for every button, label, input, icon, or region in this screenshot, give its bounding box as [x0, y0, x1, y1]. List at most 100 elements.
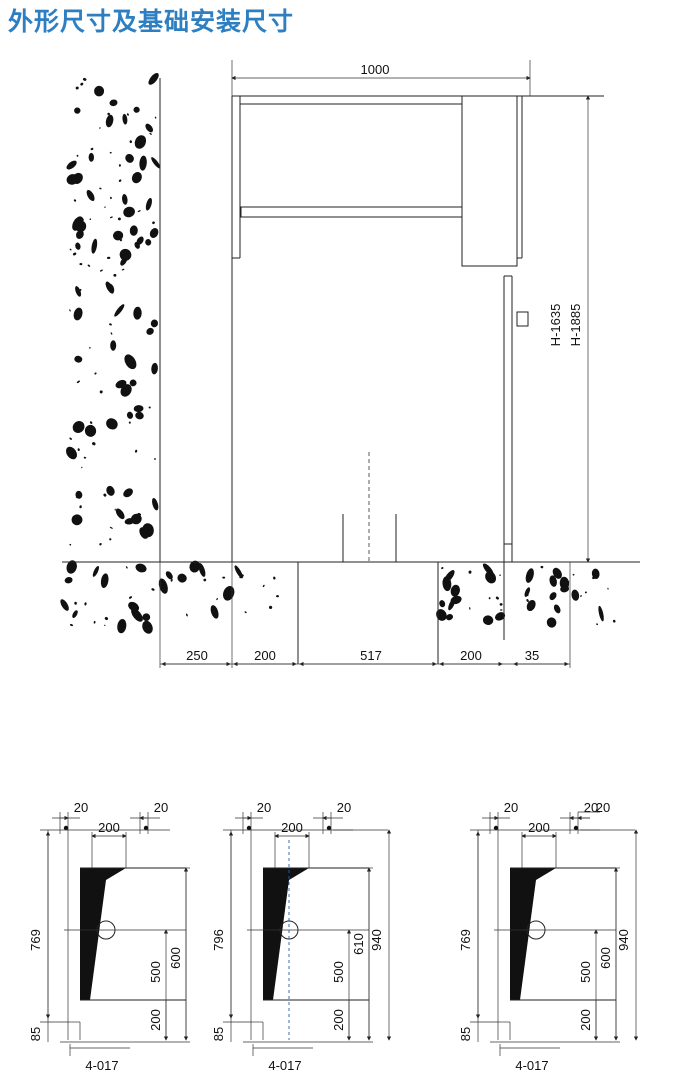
dim-inner-200: 200: [528, 820, 550, 835]
hatch-blob: [149, 228, 159, 238]
hatch-blob: [123, 206, 135, 218]
hatch-blob: [69, 437, 73, 440]
hatch-blob: [134, 241, 140, 249]
hatch-blob: [104, 206, 106, 208]
page-title: 外形尺寸及基础安装尺寸: [8, 7, 295, 36]
hatch-blob: [94, 85, 105, 97]
hatch-blob: [240, 574, 244, 578]
hatch-blob: [450, 595, 462, 605]
hatch-blob: [580, 595, 582, 597]
hatch-blob: [133, 106, 140, 113]
hatch-blob: [115, 379, 127, 389]
hatch-blob: [88, 152, 95, 162]
hatch-blob: [104, 624, 106, 627]
anchor-hole: [143, 825, 149, 831]
hatch-blob: [126, 113, 129, 116]
hatch-blob: [149, 132, 152, 135]
cross-bar: [240, 206, 463, 218]
hatch-blob: [60, 599, 69, 611]
dim-inner-200: 200: [98, 820, 120, 835]
dim-517: 517: [360, 648, 382, 663]
dim-v610: 610: [351, 933, 366, 955]
hatch-blob: [135, 411, 144, 420]
dim-left-height: 769: [458, 929, 473, 951]
hatch-blob: [436, 609, 447, 621]
hatch-blob: [151, 588, 155, 591]
hatch-blob: [81, 466, 83, 469]
anchor-hole: [246, 825, 252, 831]
label-holes: 4-017: [85, 1058, 118, 1073]
hatch-blob: [75, 490, 83, 499]
hatch-blob: [222, 576, 226, 579]
hatch-blob: [76, 154, 79, 157]
dim-v200: 200: [578, 1009, 593, 1031]
hatch-blob: [129, 140, 133, 144]
hatch-blob: [109, 526, 113, 529]
hatch-blob: [99, 269, 103, 272]
hatch-blob: [145, 197, 152, 211]
hatch-blob: [210, 605, 219, 619]
dim-top-right: 20: [584, 800, 598, 815]
hatch-blob: [128, 596, 133, 599]
hatch-blob: [129, 379, 137, 387]
hatch-blob: [75, 242, 81, 250]
hatch-blob: [165, 571, 173, 580]
hatch-blob: [69, 623, 74, 627]
hatch-blob: [592, 576, 595, 580]
hatch-blob: [469, 607, 471, 610]
elevation-view: 1000 H-1635 H-1885 250 200 517 200 35: [60, 60, 640, 668]
hatch-blob: [89, 346, 91, 349]
dim-v940: 940: [369, 929, 384, 951]
hatch-blob: [69, 248, 72, 251]
hatch-blob: [445, 613, 454, 621]
hatch-blob: [109, 538, 112, 541]
hatch-blob: [450, 584, 460, 597]
pit-section: [510, 868, 556, 1000]
hatch-blob: [75, 286, 82, 297]
hatch-blob: [74, 107, 81, 114]
hatch-blob: [89, 421, 93, 424]
hatch-blob: [137, 210, 141, 213]
hatch-blob: [89, 218, 92, 220]
hatch-blob: [74, 355, 83, 363]
label-holes: 4-017: [515, 1058, 548, 1073]
hatch-blob: [129, 225, 138, 236]
hatch-blob: [84, 424, 97, 437]
hatch-blob: [482, 563, 494, 576]
hatch-blob: [73, 307, 83, 321]
hatch-blob: [468, 570, 472, 574]
hatch-blob: [571, 589, 580, 601]
hatch-blob: [99, 187, 102, 190]
dim-bottom-85: 85: [28, 1027, 43, 1041]
hatch-blob: [113, 230, 124, 241]
hatch-blob: [70, 568, 73, 572]
hatch-blob: [123, 488, 133, 498]
hatch-blob: [73, 199, 77, 202]
hatch-blob: [107, 112, 110, 116]
hatch-blob: [499, 603, 503, 606]
hatch-blob: [134, 449, 138, 453]
hatch-blob: [152, 221, 155, 225]
hatch-blob: [99, 390, 103, 394]
hatch-blob: [91, 238, 98, 254]
hatch-blob: [203, 578, 207, 582]
hatch-blob: [154, 116, 157, 119]
hatch-blob: [526, 593, 529, 597]
hatch-blob: [124, 518, 135, 525]
hatch-blob: [276, 595, 279, 598]
hatch-blob: [64, 577, 73, 584]
limit-switch: [516, 311, 529, 327]
hatch-blob: [110, 340, 117, 351]
hatch-blob: [92, 442, 96, 446]
hatch-blob: [549, 592, 557, 601]
hatch-blob: [94, 372, 97, 375]
hatch-blob: [152, 498, 159, 511]
hatch-blob: [109, 196, 112, 200]
hatch-blob: [86, 189, 95, 202]
hatch-blob: [525, 568, 534, 583]
hatch-blob: [69, 543, 72, 546]
machine-box: [461, 95, 518, 267]
hatch-blob: [136, 236, 144, 245]
dim-v500: 500: [578, 961, 593, 983]
hatch-blob: [122, 194, 128, 205]
